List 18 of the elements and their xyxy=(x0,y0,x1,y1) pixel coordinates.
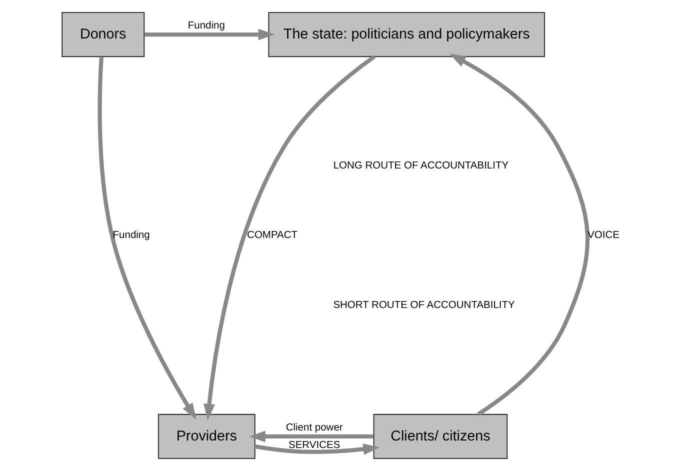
arrow xyxy=(98,56,196,420)
node-box: Clients/ citizens xyxy=(373,414,508,460)
edge-label: Funding xyxy=(112,230,150,242)
arrow xyxy=(144,28,275,40)
arrow xyxy=(254,443,380,455)
label: LONG ROUTE OF ACCOUNTABILITY xyxy=(333,160,509,172)
edge-label: VOICE xyxy=(588,230,620,242)
node-box: Providers xyxy=(158,414,256,460)
label: SHORT ROUTE OF ACCOUNTABILITY xyxy=(333,300,515,311)
node-box: The state: politicians and policymakers xyxy=(268,12,546,58)
arrow xyxy=(248,430,374,442)
edge-label: Funding xyxy=(188,20,225,32)
edge-label: COMPACT xyxy=(247,230,298,242)
edge-label: SERVICES xyxy=(288,440,340,451)
arrow xyxy=(449,54,590,416)
edge-label: Client power xyxy=(286,422,343,434)
node-box: Donors xyxy=(62,12,145,58)
arrow xyxy=(204,54,376,420)
